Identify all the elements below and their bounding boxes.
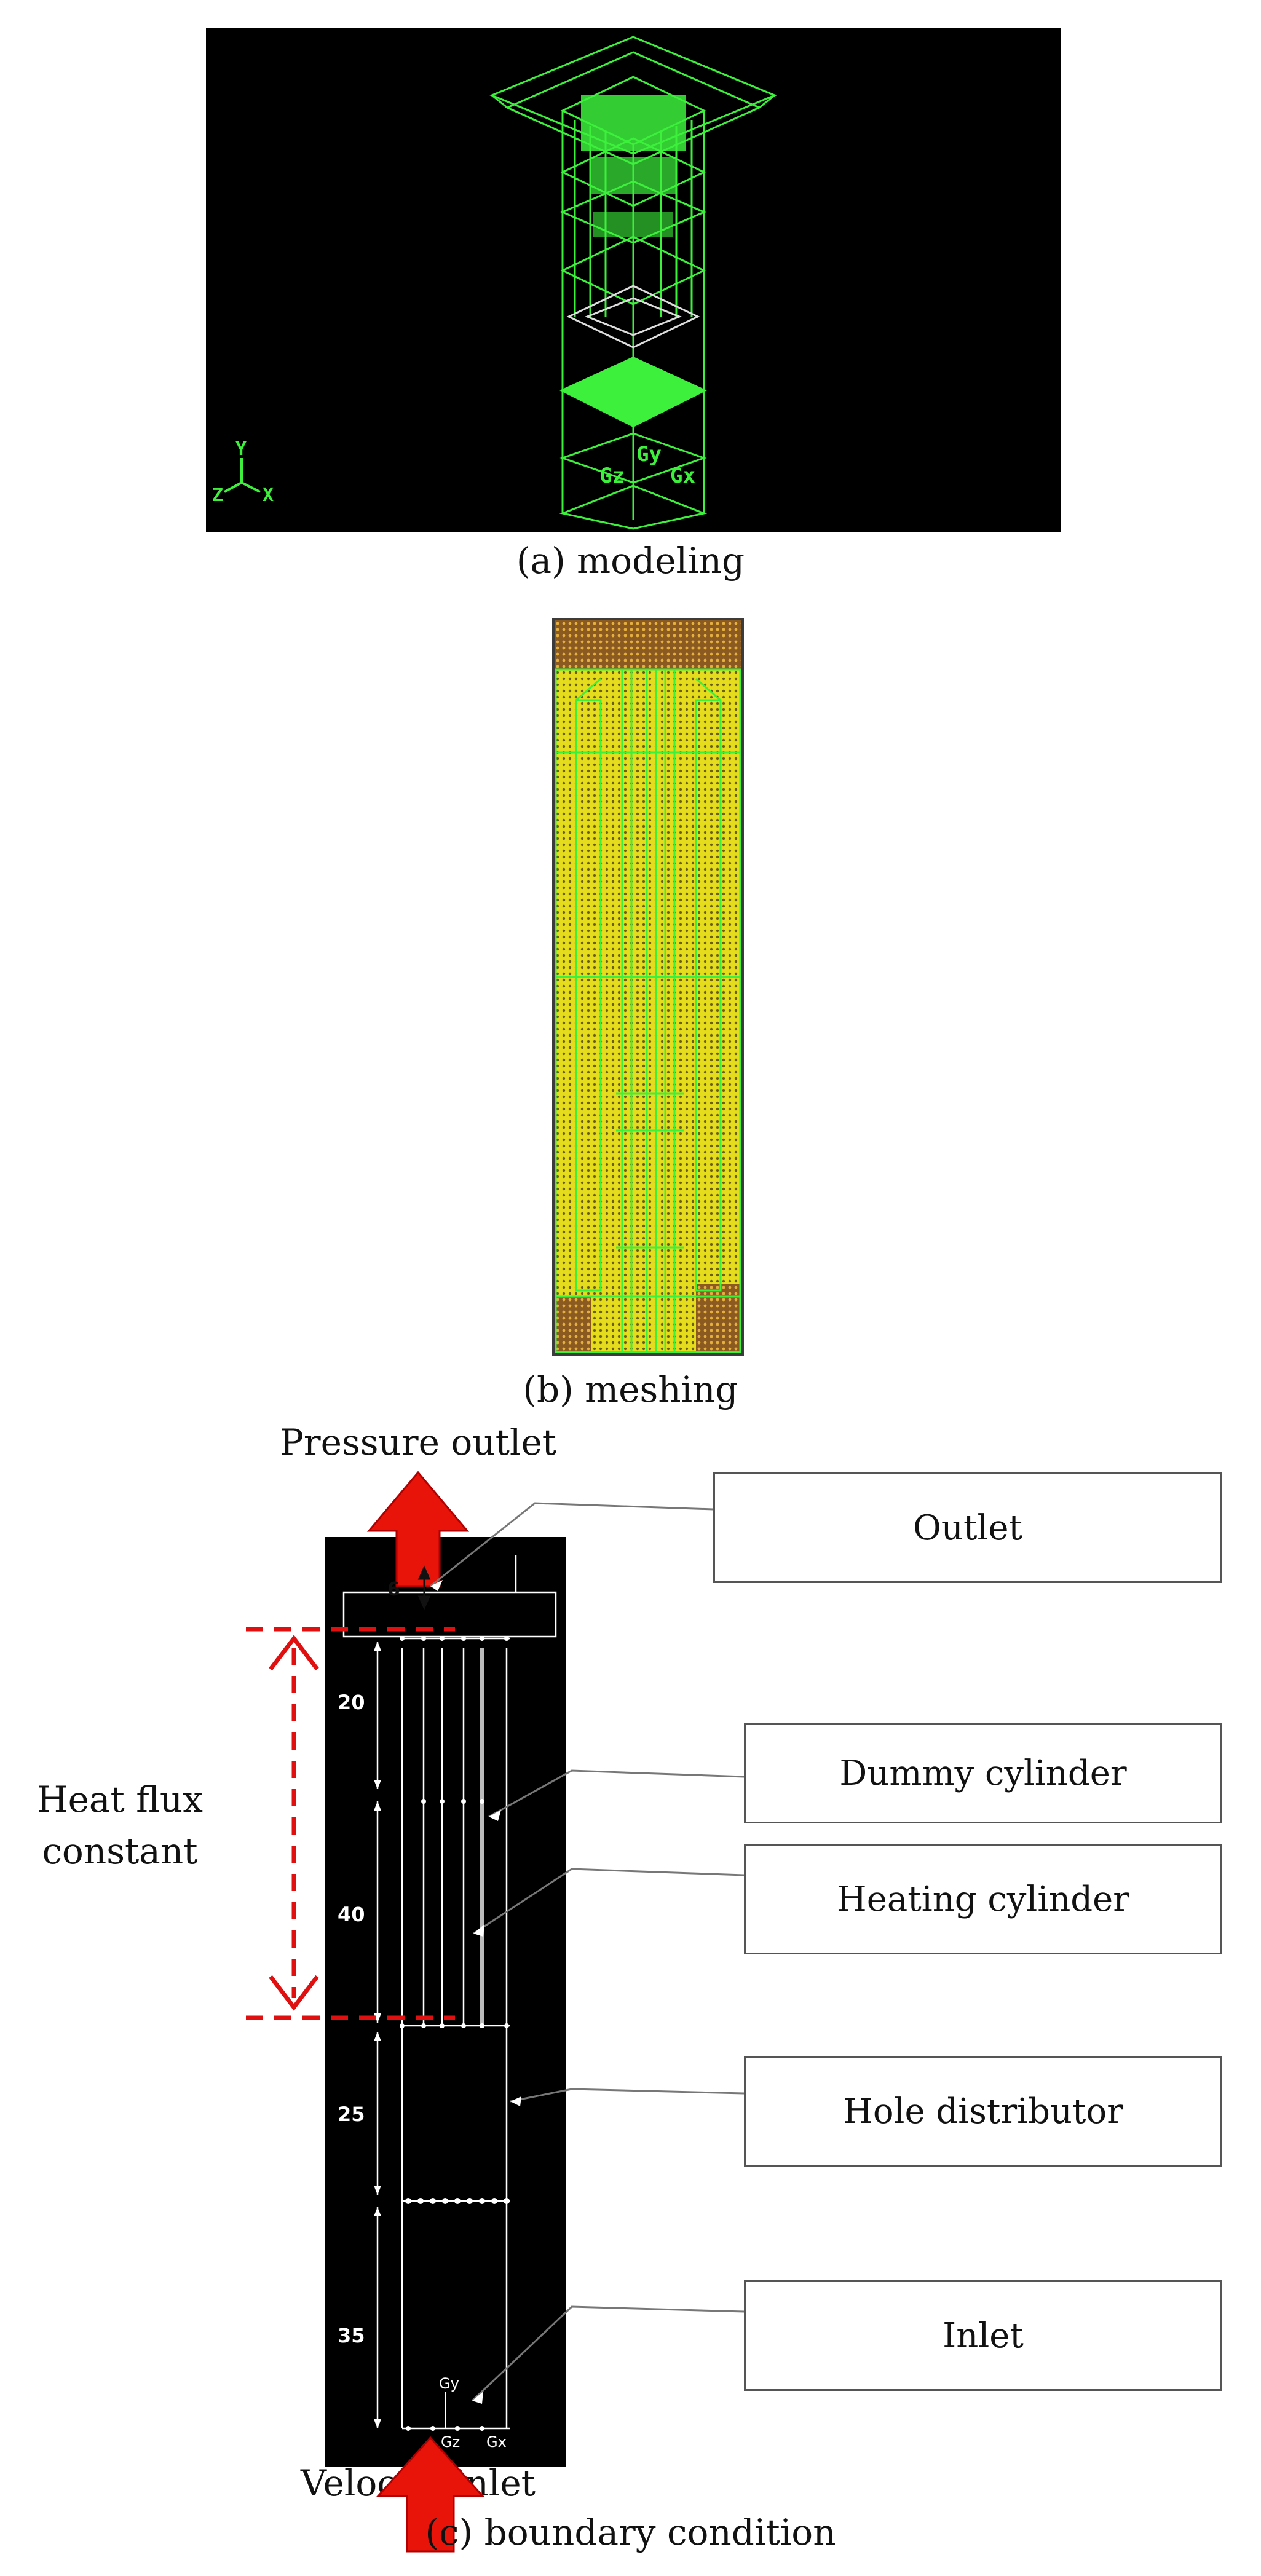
caption-boundary-condition: (c) boundary condition — [425, 2511, 836, 2553]
callout-outlet: Outlet — [713, 1472, 1222, 1583]
domain-schematic: 20 40 25 35 Gy Gz Gx — [338, 1555, 557, 2451]
caption-modeling: (a) modeling — [516, 540, 745, 582]
gravity-gy: Gy — [636, 442, 662, 467]
callout-dummy-cylinder: Dummy cylinder — [744, 1723, 1222, 1823]
meshing-viewport — [552, 618, 744, 1356]
wireframe-model: Gy Gz Gx Y Z X — [212, 36, 777, 530]
velocity-inlet-arrow-icon — [376, 2436, 485, 2553]
boundary-domain: 20 40 25 35 Gy Gz Gx — [325, 1537, 566, 2467]
c-gravity-gx: Gx — [486, 2433, 507, 2451]
pressure-outlet-label: Pressure outlet — [279, 1421, 557, 1463]
pressure-outlet-arrow-icon — [366, 1471, 470, 1587]
dim-20: 20 — [338, 1691, 365, 1714]
callout-heating-cylinder: Heating cylinder — [744, 1844, 1222, 1954]
c-gravity-gz: Gz — [441, 2433, 460, 2451]
dim-6: 6 — [387, 1579, 400, 1600]
axis-x-label: X — [263, 484, 274, 506]
dim-35: 35 — [338, 2324, 365, 2347]
axis-y-label: Y — [235, 438, 247, 460]
callout-inlet: Inlet — [744, 2280, 1222, 2391]
gravity-gz: Gz — [599, 464, 625, 488]
axis-triad-icon: Y Z X — [212, 438, 274, 506]
mesh-image — [555, 620, 741, 1353]
c-gravity-gy: Gy — [439, 2375, 459, 2392]
callout-hole-distributor: Hole distributor — [744, 2056, 1222, 2167]
dim-40: 40 — [338, 1903, 365, 1926]
caption-meshing: (b) meshing — [523, 1369, 738, 1410]
gravity-gx: Gx — [670, 464, 695, 488]
modeling-viewport: Gy Gz Gx Y Z X — [206, 28, 1061, 532]
axis-z-label: Z — [212, 484, 223, 506]
dim-25: 25 — [338, 2103, 365, 2126]
